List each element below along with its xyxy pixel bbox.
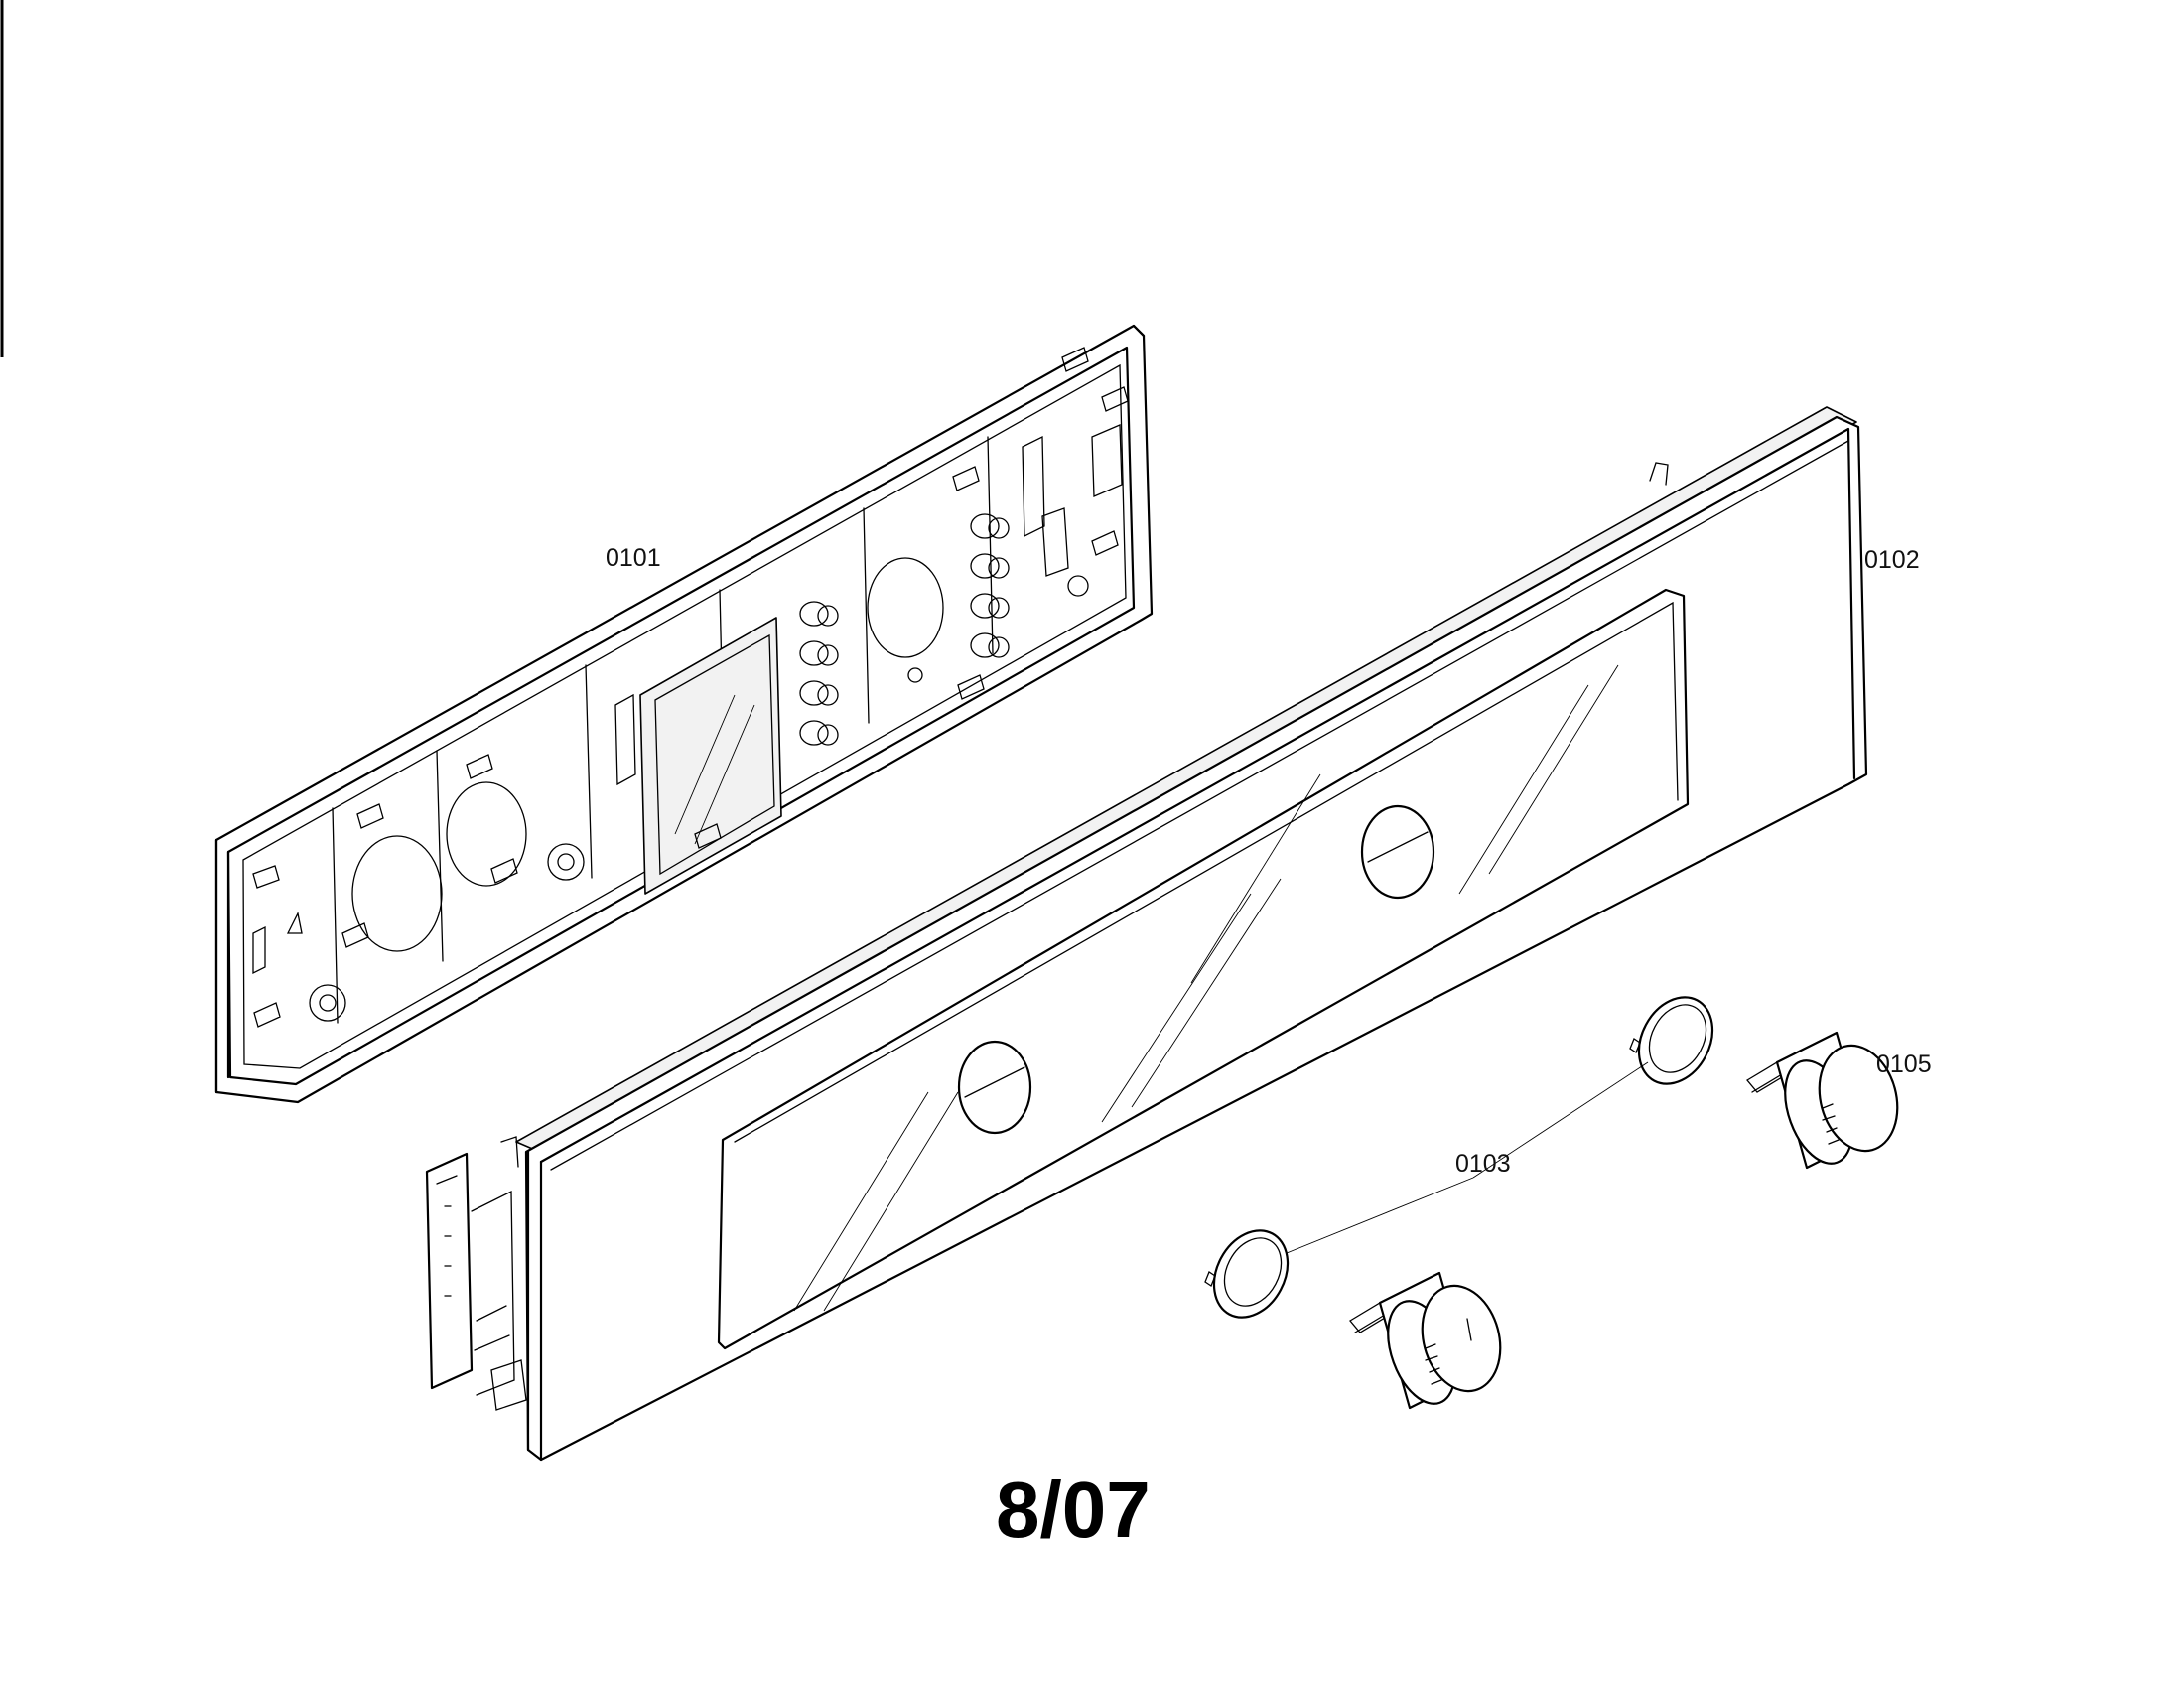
- callout-label-0105: 0105: [1876, 1051, 1932, 1078]
- callout-label-0102: 0102: [1864, 546, 1920, 574]
- part-control-knob-lower[interactable]: [1349, 1271, 1512, 1413]
- callout-label-0101: 0101: [606, 544, 661, 572]
- leader-line-0103-lower: [1286, 1177, 1474, 1254]
- part-front-panel[interactable]: [425, 406, 1868, 1462]
- part-knob-ring-lower[interactable]: [1199, 1217, 1301, 1330]
- leader-line-0103-upper: [1472, 1061, 1649, 1179]
- page-code: 8/07: [996, 1466, 1151, 1554]
- callout-label-0103: 0103: [1455, 1150, 1511, 1178]
- part-knob-ring-upper[interactable]: [1624, 984, 1726, 1096]
- part-housing[interactable]: [214, 324, 1154, 1104]
- part-control-knob-upper[interactable]: [1746, 1031, 1909, 1173]
